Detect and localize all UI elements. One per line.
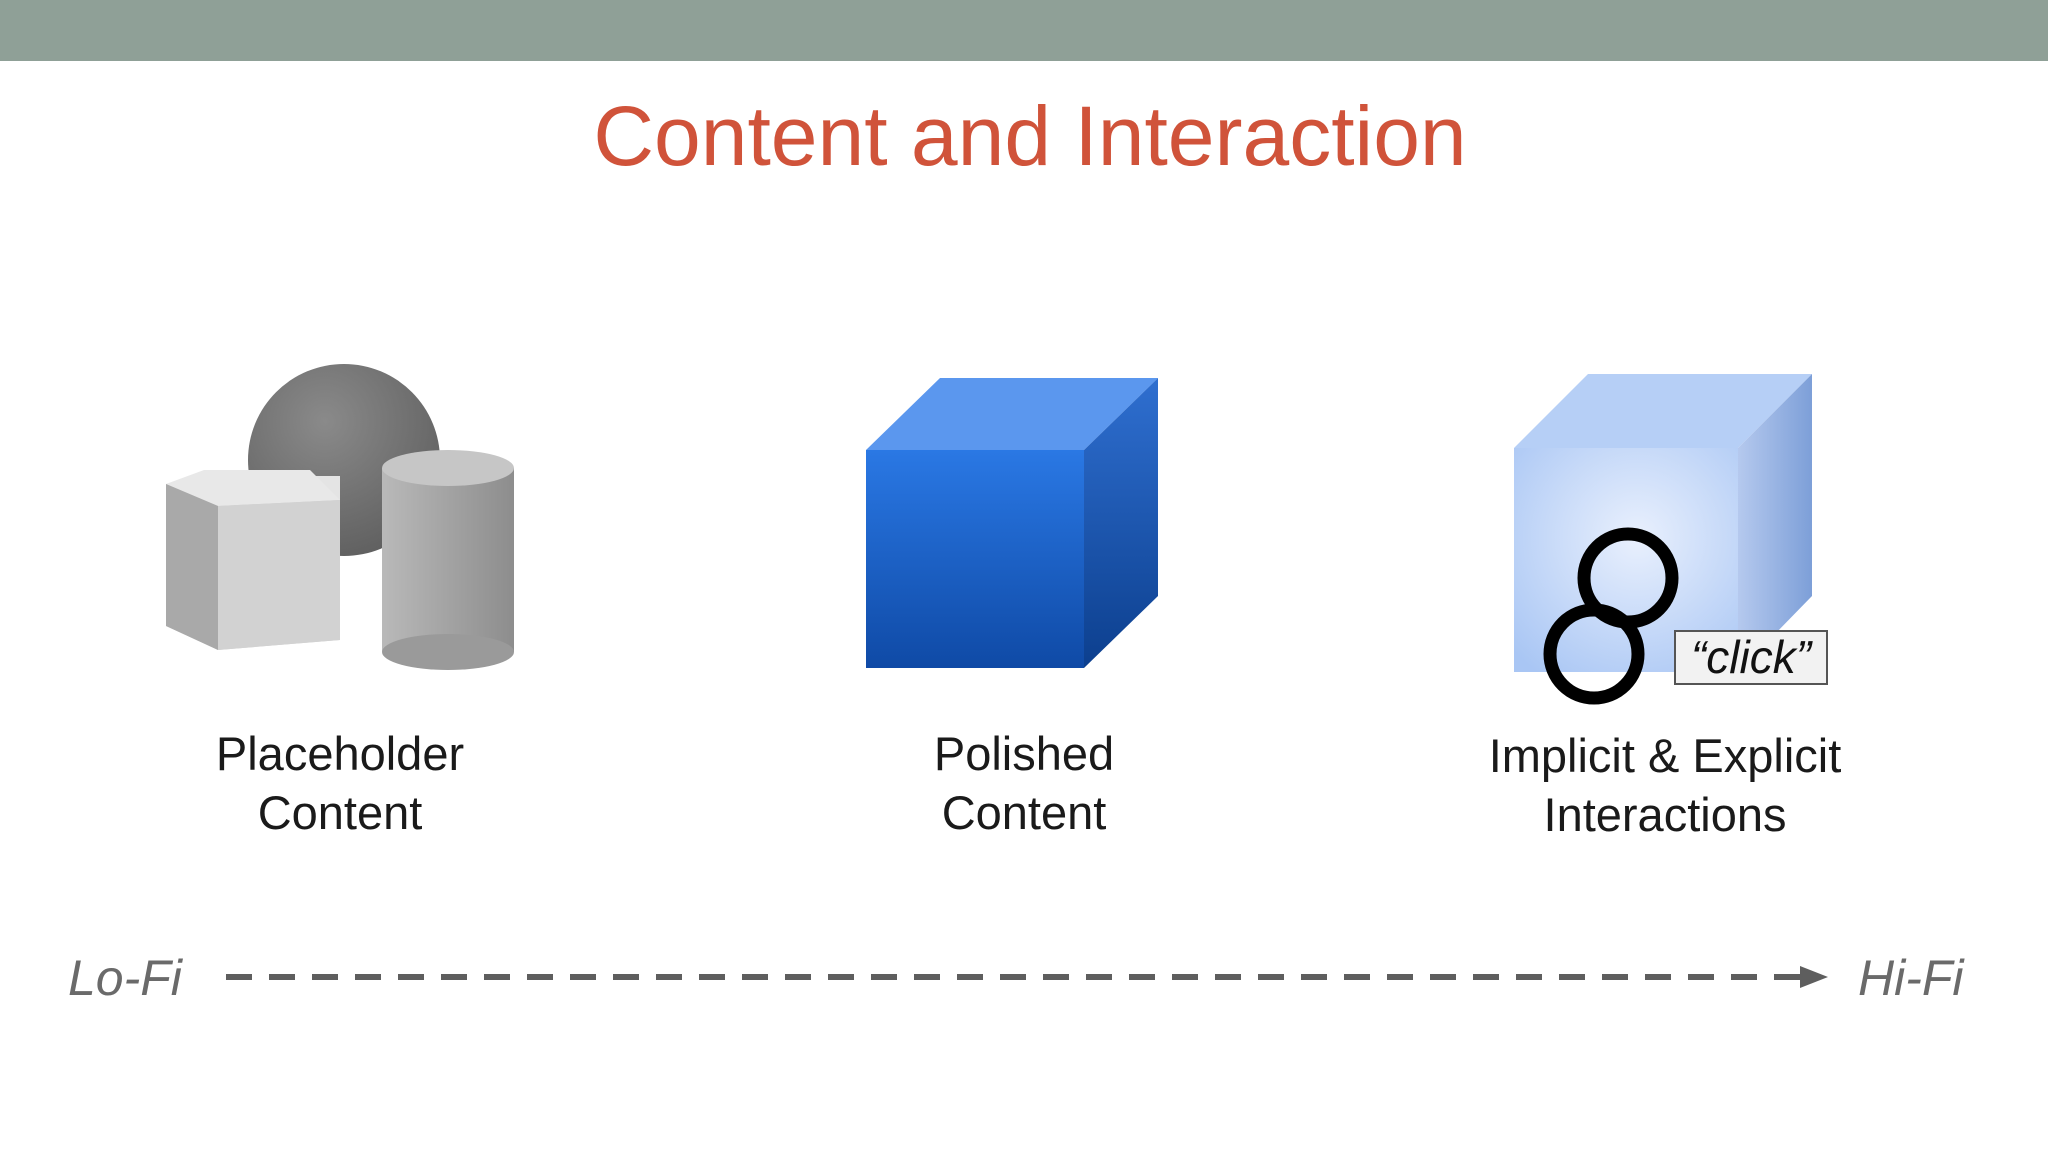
- cube-shape: [166, 470, 340, 650]
- header-bar: [0, 0, 2048, 61]
- caption-line: Interactions: [1543, 788, 1787, 841]
- cube-side-face: [1084, 378, 1158, 668]
- interactive-cube-icon: [1510, 372, 1820, 712]
- caption-line: Content: [257, 786, 423, 839]
- slide-title: Content and Interaction: [593, 89, 1467, 183]
- cube-front-face: [866, 450, 1084, 668]
- placeholder-shapes-icon: [160, 360, 520, 680]
- caption-line: Implicit & Explicit: [1488, 729, 1842, 782]
- cube-top-face: [1514, 374, 1812, 448]
- stage-caption-polished: Polished Content: [834, 724, 1214, 842]
- lo-fi-label: Lo-Fi: [68, 950, 182, 1006]
- hi-fi-label: Hi-Fi: [1858, 950, 1964, 1006]
- caption-line: Placeholder: [215, 727, 465, 780]
- arrowhead-icon: [1800, 966, 1828, 988]
- click-badge: “click”: [1674, 630, 1828, 685]
- cube-side-face: [1738, 374, 1812, 672]
- cube-top-face: [866, 378, 1158, 450]
- stage-caption-interactions: Implicit & Explicit Interactions: [1440, 726, 1890, 844]
- polished-cube-icon: [862, 376, 1162, 672]
- caption-line: Polished: [933, 727, 1115, 780]
- cylinder-shape: [382, 450, 514, 670]
- caption-line: Content: [941, 786, 1107, 839]
- stage-caption-placeholder: Placeholder Content: [150, 724, 530, 842]
- fidelity-arrow: [222, 960, 1832, 999]
- interaction-rings-icon: [1543, 527, 1679, 705]
